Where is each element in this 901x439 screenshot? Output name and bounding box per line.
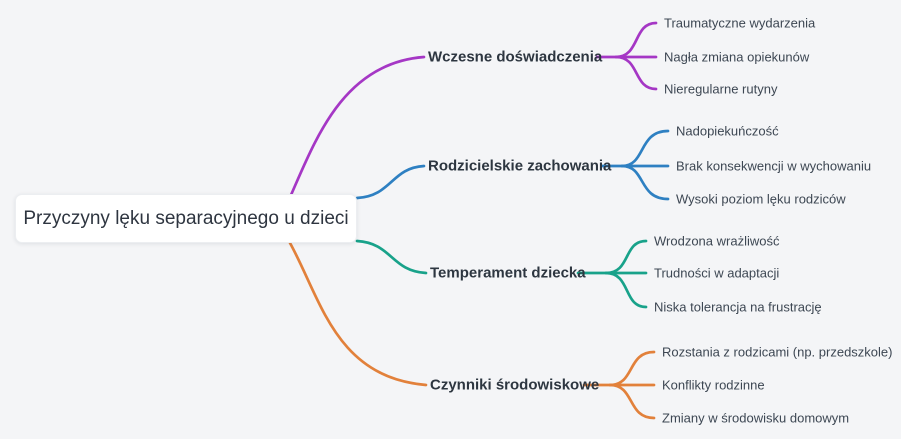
leaf-node[interactable]: Konflikty rodzinne xyxy=(662,377,765,393)
leaf-link xyxy=(620,129,670,168)
leaf-node[interactable]: Nadopiekuńczość xyxy=(676,123,779,139)
leaf-link xyxy=(614,55,658,91)
branch-node-wczesne-doswiadczenia[interactable]: Wczesne doświadczenia xyxy=(428,48,603,66)
root-node[interactable]: Przyczyny lęku separacyjnego u dzieci xyxy=(15,194,357,243)
branch-node-rodzicielskie-zachowania[interactable]: Rodzicielskie zachowania xyxy=(428,157,612,175)
leaf-node[interactable]: Nagła zmiana opiekunów xyxy=(664,49,810,65)
leaf-node[interactable]: Wrodzona wrażliwość xyxy=(654,233,780,249)
branch-node-temperament-dziecka[interactable]: Temperament dziecka xyxy=(430,264,586,282)
leaf-node[interactable]: Rozstania z rodzicami (np. przedszkole) xyxy=(662,344,893,360)
leaf-link xyxy=(604,239,648,275)
branch-link xyxy=(288,241,428,387)
leaf-link xyxy=(608,383,656,420)
leaf-node[interactable]: Brak konsekwencji w wychowaniu xyxy=(676,158,872,174)
branch-3-links xyxy=(355,239,648,309)
leaf-node[interactable]: Zmiany w środowisku domowym xyxy=(662,410,850,426)
branch-2-links xyxy=(355,129,670,201)
branch-1-links xyxy=(289,21,658,197)
branch-link xyxy=(355,239,428,275)
leaf-node[interactable]: Niska tolerancja na frustrację xyxy=(654,299,822,315)
leaf-node[interactable]: Traumatyczne wydarzenia xyxy=(664,15,816,31)
branch-link xyxy=(355,164,426,200)
leaf-node[interactable]: Nieregularne rutyny xyxy=(664,81,778,97)
leaf-node[interactable]: Trudności w adaptacji xyxy=(654,265,780,281)
branch-node-czynniki-srodowiskowe[interactable]: Czynniki środowiskowe xyxy=(430,376,600,394)
branch-4-links xyxy=(288,241,656,420)
leaf-link xyxy=(614,21,658,59)
leaf-link xyxy=(604,271,648,309)
branch-link xyxy=(289,55,426,197)
leaf-link xyxy=(608,350,656,387)
leaf-link xyxy=(620,164,670,201)
leaf-node[interactable]: Wysoki poziom lęku rodziców xyxy=(676,191,846,207)
